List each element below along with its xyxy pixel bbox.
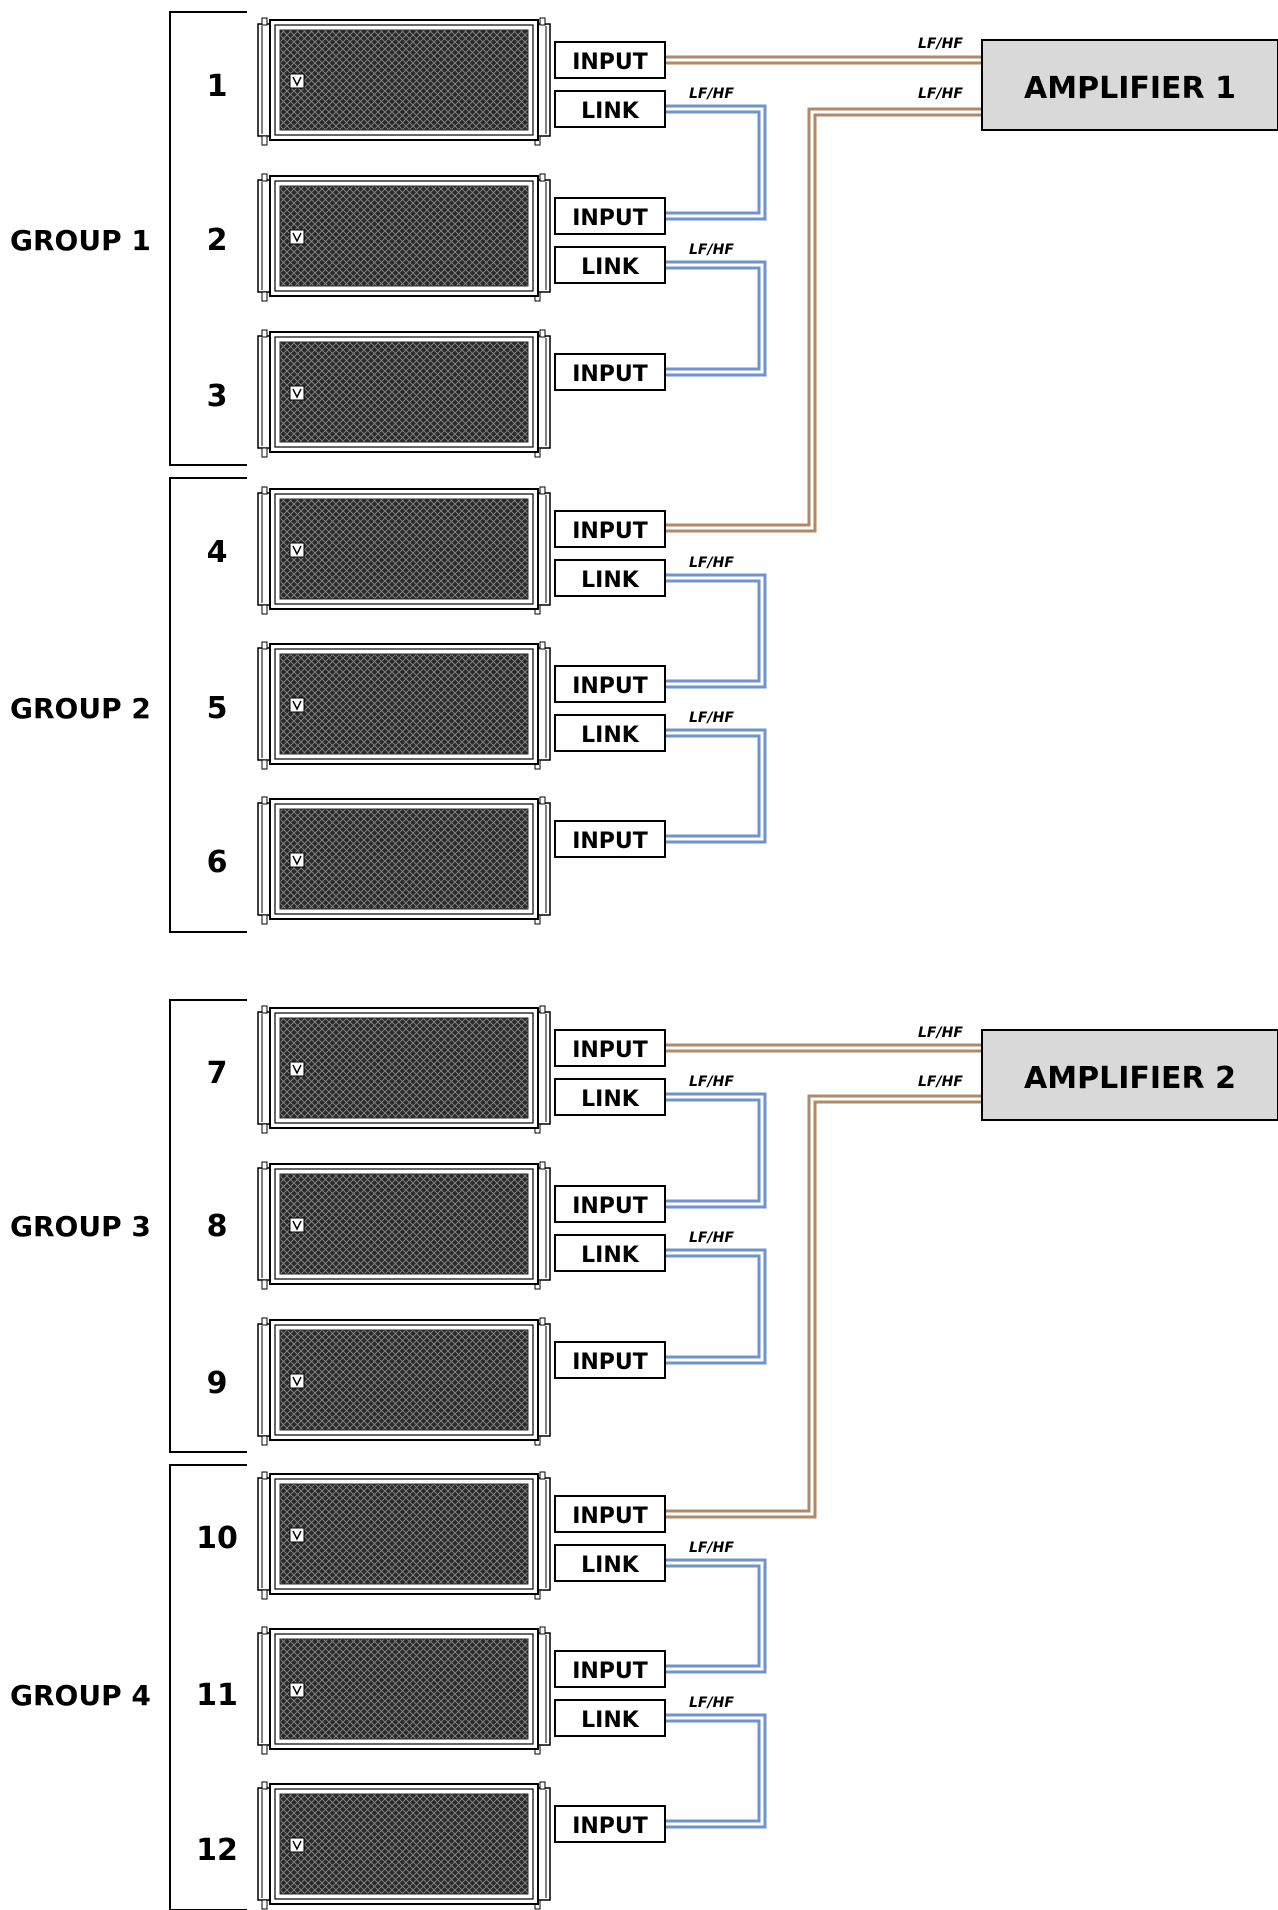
input-port-10: INPUT (572, 1504, 648, 1529)
speaker-cabinet-3 (257, 329, 551, 458)
cable-label-link-8: LF/HF (689, 1230, 734, 1246)
speaker-number-12: 12 (196, 1833, 238, 1868)
link-cable-2-3 (665, 260, 767, 377)
speaker-cabinets (257, 17, 551, 1910)
group-bracket-4 (169, 1464, 247, 1910)
input-port-4: INPUT (572, 519, 648, 544)
speaker-cabinet-11 (257, 1626, 551, 1755)
speaker-cabinet-10 (257, 1471, 551, 1600)
link-port-4: LINK (581, 568, 640, 593)
speaker-number-5: 5 (207, 691, 228, 726)
amplifier-2-box (981, 1029, 1278, 1121)
amp1-cable-b (665, 107, 982, 533)
group-label-2: GROUP 2 (10, 692, 151, 725)
speaker-cabinet-7 (257, 1005, 551, 1134)
group-bracket-2 (169, 477, 247, 933)
speaker-cabinet-1 (257, 17, 551, 146)
cable-label-amp2-a: LF/HF (918, 1025, 963, 1041)
cables (665, 55, 982, 1829)
cable-label-amp1-a: LF/HF (918, 36, 963, 52)
input-port-7: INPUT (572, 1038, 648, 1063)
link-port-8: LINK (581, 1243, 640, 1268)
speaker-number-6: 6 (207, 845, 228, 880)
input-port-11: INPUT (572, 1659, 648, 1684)
speaker-number-8: 8 (207, 1209, 228, 1244)
link-cable-5-6 (665, 728, 767, 844)
speaker-number-11: 11 (196, 1678, 238, 1713)
link-port-7: LINK (581, 1087, 640, 1112)
input-port-8: INPUT (572, 1194, 648, 1219)
cable-label-link-10: LF/HF (689, 1540, 734, 1556)
speaker-cabinet-12 (257, 1781, 551, 1910)
group-bracket-1 (169, 11, 247, 466)
link-cable-11-12 (665, 1713, 767, 1829)
speaker-cabinet-8 (257, 1161, 551, 1290)
link-cable-4-5 (665, 573, 767, 689)
speaker-number-7: 7 (207, 1056, 228, 1091)
group-label-4: GROUP 4 (10, 1679, 151, 1712)
link-port-1: LINK (581, 99, 640, 124)
input-port-1: INPUT (572, 50, 648, 75)
link-port-5: LINK (581, 723, 640, 748)
input-port-3: INPUT (572, 362, 648, 387)
amplifier-2-label: AMPLIFIER 2 (1024, 1061, 1236, 1096)
cable-label-amp1-b: LF/HF (918, 86, 963, 102)
speaker-number-1: 1 (207, 69, 228, 104)
link-cable-8-9 (665, 1248, 767, 1365)
speaker-cabinet-6 (257, 796, 551, 925)
amplifier-1-box (981, 39, 1278, 131)
link-port-2: LINK (581, 255, 640, 280)
input-port-9: INPUT (572, 1350, 648, 1375)
amplifiers: AMPLIFIER 1 AMPLIFIER 2 (981, 39, 1278, 1121)
speaker-number-4: 4 (207, 535, 228, 570)
speaker-cabinet-4 (257, 486, 551, 615)
link-cable-10-11 (665, 1558, 767, 1674)
speaker-cabinet-9 (257, 1317, 551, 1446)
group-label-3: GROUP 3 (10, 1210, 151, 1243)
link-cable-7-8 (665, 1092, 767, 1209)
cable-labels: LF/HF LF/HF LF/HF LF/HF LF/HF LF/HF LF/H… (689, 36, 963, 1711)
speaker-numbers: 1 2 3 4 5 6 7 8 9 10 11 12 (196, 69, 238, 1868)
speaker-cabinet-5 (257, 641, 551, 770)
input-port-5: INPUT (572, 674, 648, 699)
cable-label-amp2-b: LF/HF (918, 1074, 963, 1090)
link-port-10: LINK (581, 1553, 640, 1578)
input-port-2: INPUT (572, 206, 648, 231)
speaker-number-2: 2 (207, 223, 228, 258)
amp2-cable-b (665, 1094, 982, 1519)
group-bracket-3 (169, 999, 247, 1453)
cable-label-link-7: LF/HF (689, 1074, 734, 1090)
input-port-12: INPUT (572, 1814, 648, 1839)
connector-ports: INPUT LINK INPUT LINK INPUT INPUT LINK I… (554, 41, 666, 1843)
cable-label-link-11: LF/HF (689, 1695, 734, 1711)
cable-label-link-2: LF/HF (689, 242, 734, 258)
group-label-1: GROUP 1 (10, 224, 151, 257)
speaker-cabinet-2 (257, 173, 551, 302)
cable-label-link-1: LF/HF (689, 86, 734, 102)
group-labels: GROUP 1 GROUP 2 GROUP 3 GROUP 4 (10, 224, 151, 1712)
link-cable-1-2 (665, 104, 767, 221)
cable-label-link-4: LF/HF (689, 555, 734, 571)
cable-label-link-5: LF/HF (689, 710, 734, 726)
amplifier-1-label: AMPLIFIER 1 (1024, 71, 1236, 106)
speaker-number-9: 9 (207, 1366, 228, 1401)
group-brackets (169, 11, 247, 1910)
speaker-number-10: 10 (196, 1521, 238, 1556)
input-port-6: INPUT (572, 829, 648, 854)
speaker-number-3: 3 (207, 379, 228, 414)
link-port-11: LINK (581, 1708, 640, 1733)
